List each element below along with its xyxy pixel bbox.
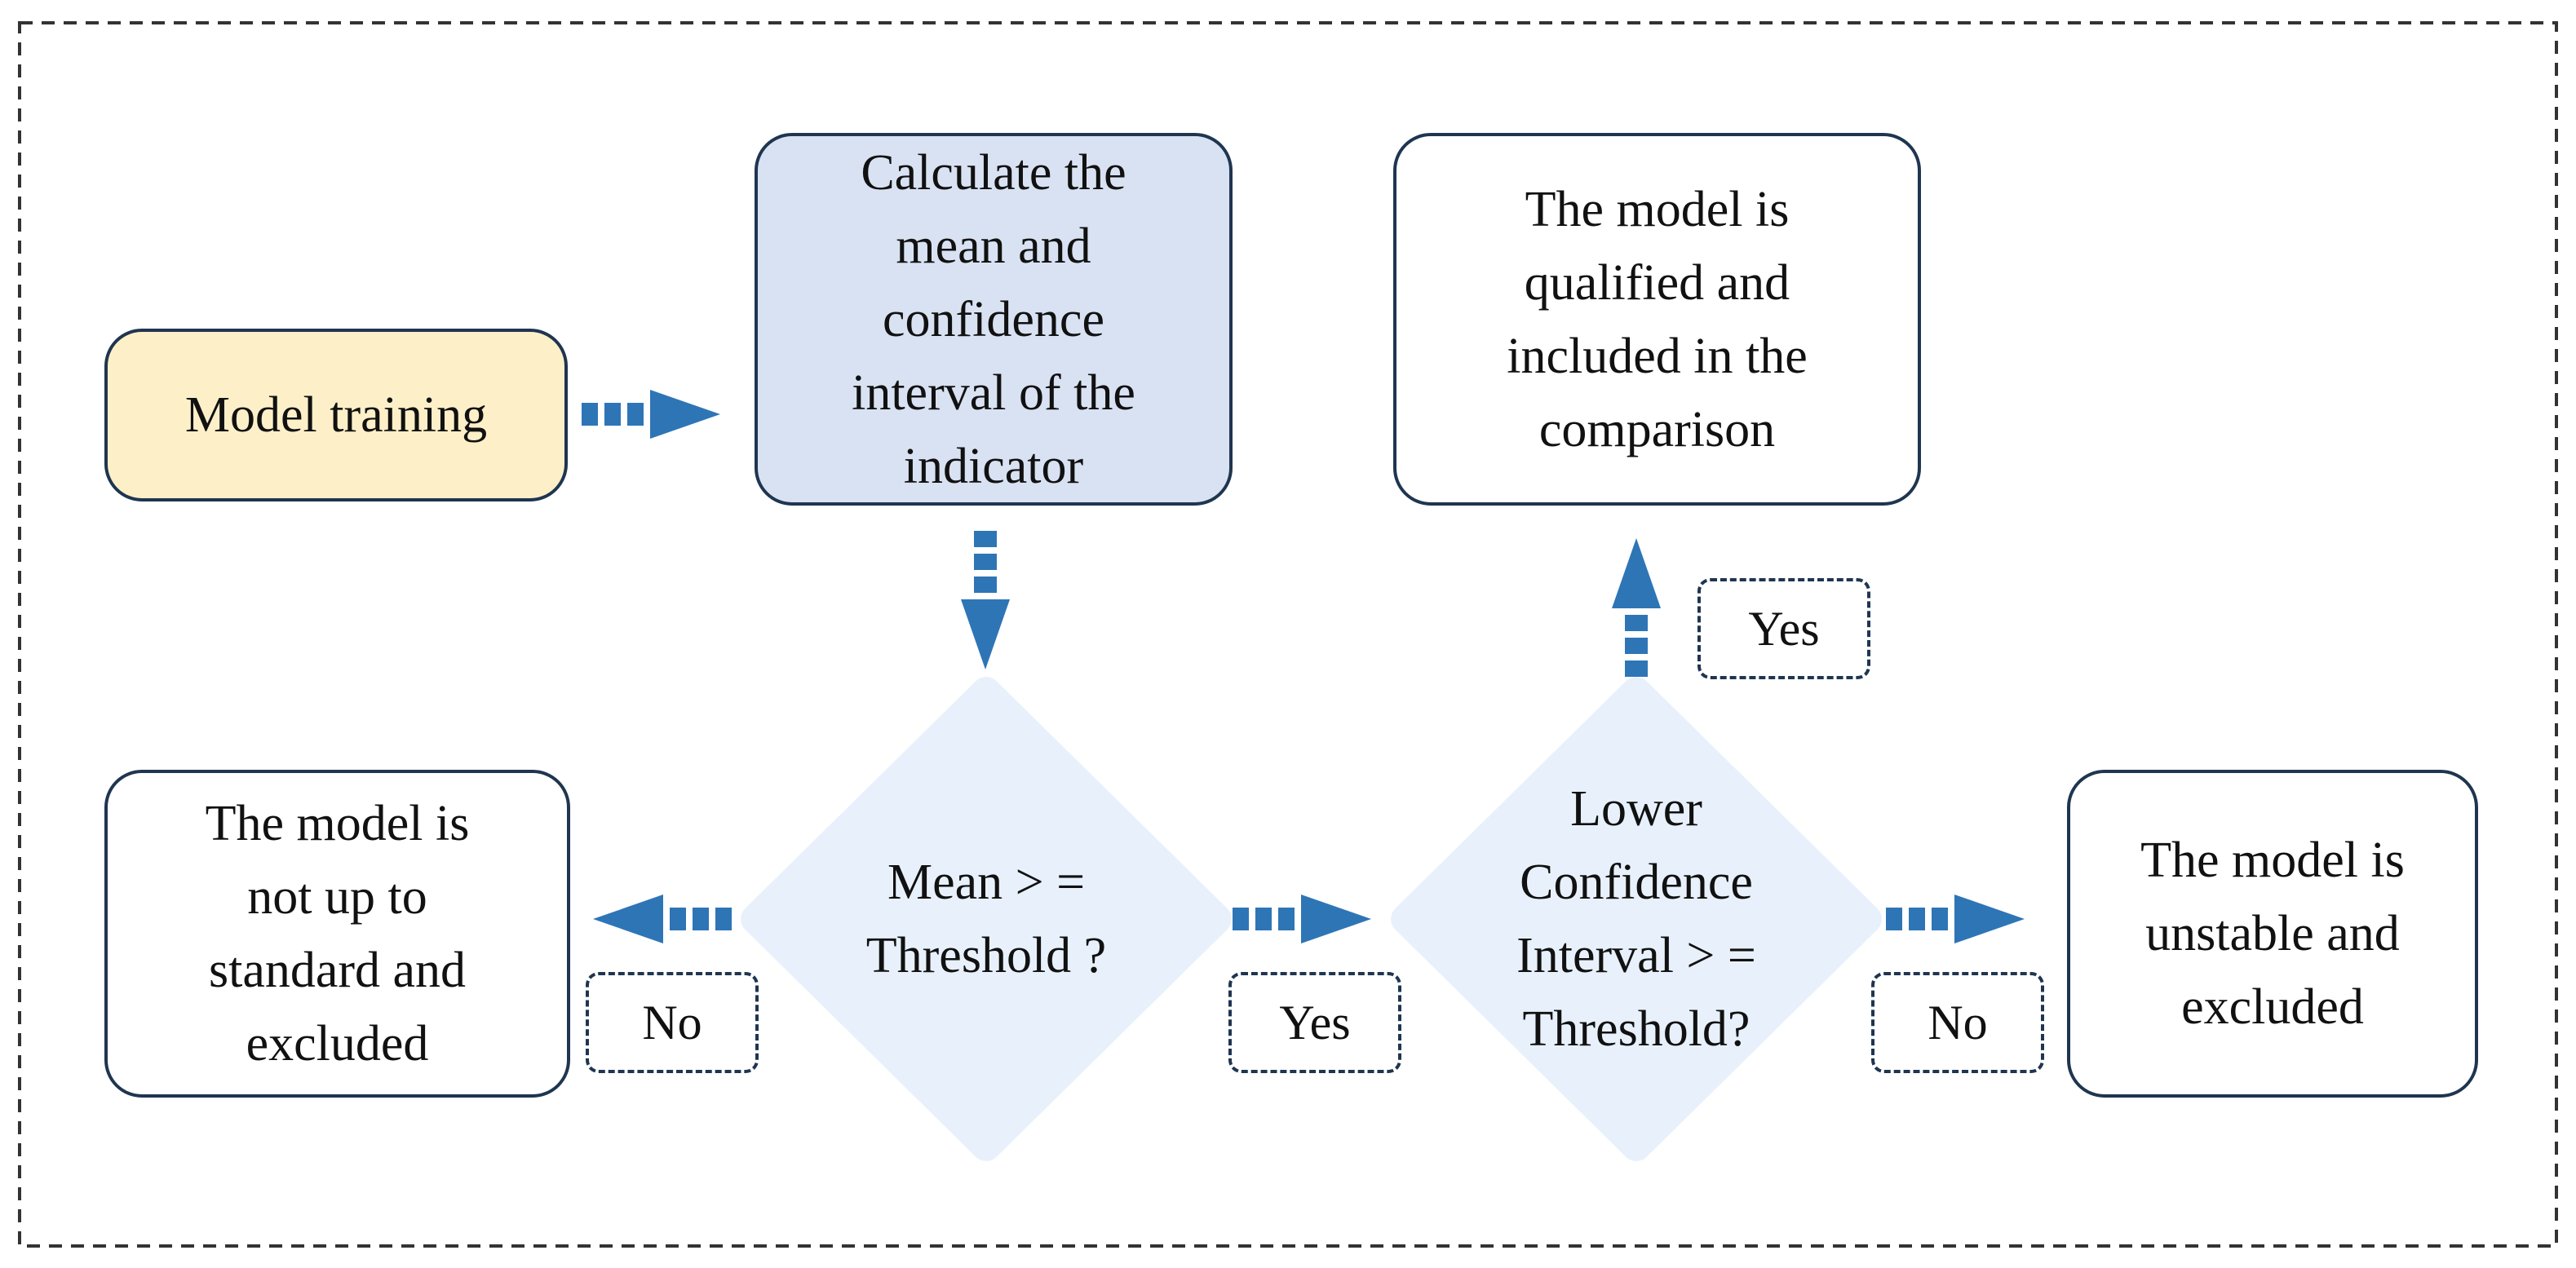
qualified-line: included in the — [1507, 328, 1808, 384]
calculate-line: confidence — [883, 291, 1104, 347]
not-standard-node: The model is not up to standard and excl… — [104, 770, 570, 1098]
edge-label-yes: Yes — [1697, 578, 1870, 679]
arrow-ci-check-no — [1886, 895, 2025, 943]
unstable-text: The model is unstable and excluded — [2140, 824, 2405, 1044]
not-standard-line: excluded — [246, 1016, 429, 1071]
qualified-line: comparison — [1538, 401, 1776, 457]
qualified-text: The model is qualified and included in t… — [1507, 173, 1807, 466]
mean-threshold-line: Threshold ? — [865, 928, 1107, 983]
not-standard-text: The model is not up to standard and excl… — [206, 787, 470, 1080]
qualified-line: The model is — [1525, 181, 1790, 237]
model-training-line: Model training — [184, 387, 488, 443]
lower-ci-threshold-text: Lower Confidence Interval > = Threshold? — [1516, 772, 1756, 1066]
calculate-line: Calculate the — [861, 144, 1126, 201]
mean-threshold-decision: Mean > = Threshold ? — [783, 799, 1189, 1039]
arrow-training-to-calculate — [582, 390, 720, 439]
decision-diamond-mean — [741, 677, 1232, 1161]
unstable-line: The model is — [2140, 833, 2405, 888]
decision-diamond-lower-ci — [1391, 677, 1882, 1161]
edge-label-no: No — [1871, 972, 2044, 1073]
unstable-line: unstable and — [2145, 906, 2400, 961]
edge-label-yes: Yes — [1228, 972, 1401, 1073]
qualified-node: The model is qualified and included in t… — [1393, 133, 1921, 506]
calculate-node: Calculate the mean and confidence interv… — [755, 133, 1233, 506]
calculate-line: interval of the — [852, 364, 1135, 421]
lower-ci-threshold-line: Interval > = — [1516, 928, 1756, 983]
model-training-text: Model training — [185, 378, 487, 452]
not-standard-line: The model is — [205, 796, 470, 851]
outer-dashed-frame — [18, 21, 2558, 1248]
calculate-text: Calculate the mean and confidence interv… — [852, 136, 1135, 503]
arrow-mean-check-yes — [1233, 895, 1371, 943]
unstable-line: excluded — [2181, 979, 2364, 1035]
arrows-layer — [582, 390, 2025, 943]
lower-ci-threshold-decision: Lower Confidence Interval > = Threshold? — [1433, 767, 1839, 1071]
arrow-ci-check-yes — [1612, 538, 1661, 677]
lower-ci-threshold-line: Lower — [1570, 781, 1702, 837]
qualified-line: qualified and — [1524, 254, 1790, 311]
arrow-calculate-to-mean-check — [961, 531, 1010, 669]
mean-threshold-text: Mean > = Threshold ? — [866, 846, 1106, 992]
lower-ci-threshold-line: Threshold? — [1522, 1001, 1751, 1057]
edge-label-no: No — [586, 972, 759, 1073]
calculate-line: mean and — [896, 218, 1091, 274]
mean-threshold-line: Mean > = — [887, 855, 1086, 910]
lower-ci-threshold-line: Confidence — [1520, 855, 1753, 910]
not-standard-line: not up to — [247, 869, 427, 925]
not-standard-line: standard and — [208, 943, 467, 998]
calculate-line: indicator — [903, 438, 1084, 494]
model-training-node: Model training — [104, 329, 568, 501]
arrow-mean-check-no — [593, 895, 732, 943]
unstable-node: The model is unstable and excluded — [2067, 770, 2478, 1098]
